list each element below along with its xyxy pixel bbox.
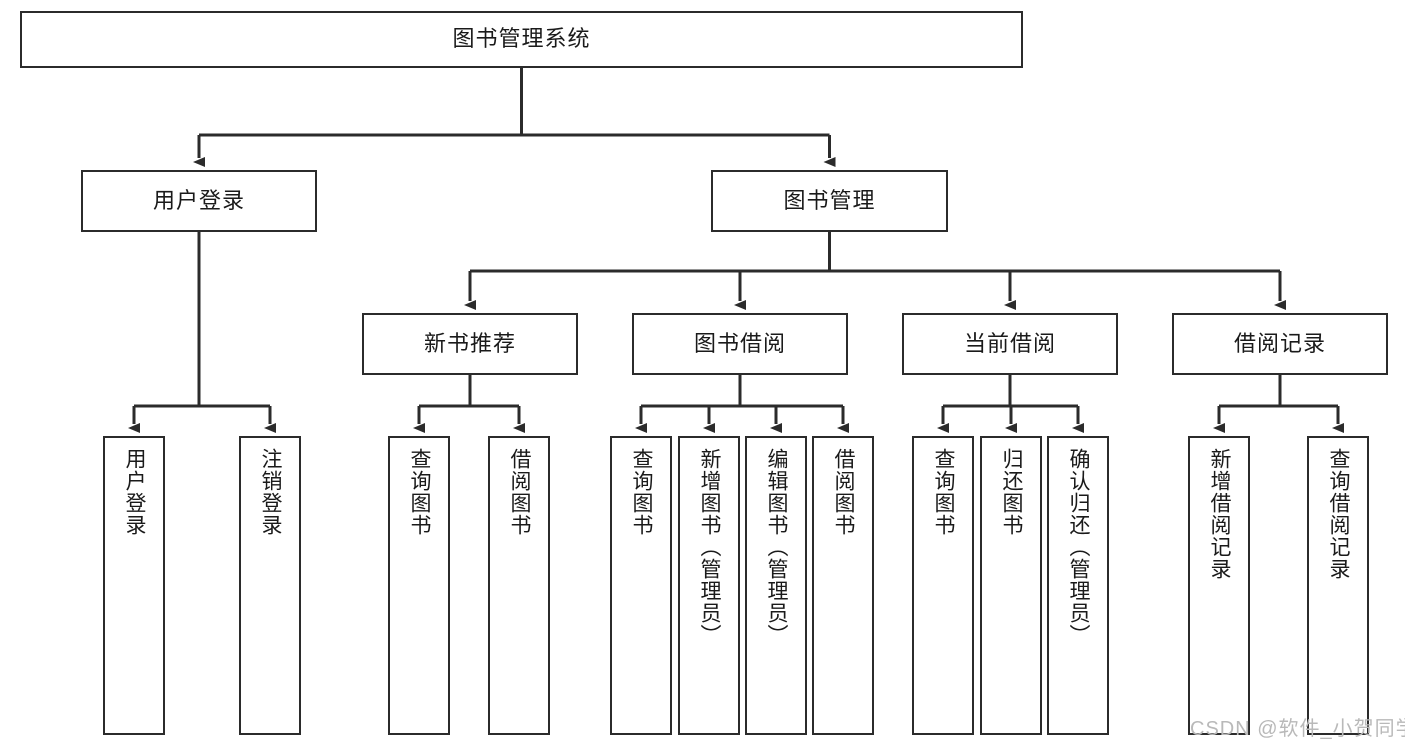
node-label: 用户登录 (123, 448, 147, 536)
node-label: 借阅记录 (1233, 330, 1326, 356)
node-label: 查询图书 (630, 448, 654, 536)
node-label: 新增图书（管理员） (698, 448, 722, 646)
node-label: 新增借阅记录 (1208, 448, 1232, 580)
leaf-edit-book-admin[interactable]: 编辑图书（管理员） (745, 436, 807, 735)
leaf-query-book-current[interactable]: 查询图书 (912, 436, 974, 735)
node-new-book-recommend[interactable]: 新书推荐 (362, 313, 578, 375)
node-label: 图书管理系统 (452, 26, 591, 52)
node-label: 归还图书 (1000, 448, 1024, 536)
node-label: 编辑图书（管理员） (765, 448, 789, 646)
leaf-add-book-admin[interactable]: 新增图书（管理员） (678, 436, 740, 735)
node-label: 图书管理 (783, 187, 876, 213)
leaf-user-login[interactable]: 用户登录 (103, 436, 165, 735)
node-label: 用户登录 (152, 187, 245, 213)
leaf-query-book-borrow[interactable]: 查询图书 (610, 436, 672, 735)
node-label: 查询图书 (932, 448, 956, 536)
node-label: 当前借阅 (963, 330, 1056, 356)
node-book-management[interactable]: 图书管理 (711, 170, 948, 232)
node-label: 图书借阅 (693, 330, 786, 356)
node-label: 查询借阅记录 (1327, 448, 1351, 580)
leaf-borrow-book-recommend[interactable]: 借阅图书 (488, 436, 550, 735)
node-label: 确认归还（管理员） (1067, 448, 1091, 646)
csdn-watermark: CSDN @软件_小贺同学 (1190, 718, 1405, 740)
leaf-query-book-recommend[interactable]: 查询图书 (388, 436, 450, 735)
node-label: 注销登录 (259, 448, 283, 536)
leaf-borrow-book[interactable]: 借阅图书 (812, 436, 874, 735)
node-label: 借阅图书 (508, 448, 532, 536)
node-root[interactable]: 图书管理系统 (20, 11, 1023, 68)
node-book-borrow[interactable]: 图书借阅 (632, 313, 848, 375)
node-current-borrow[interactable]: 当前借阅 (902, 313, 1118, 375)
leaf-add-borrow-record[interactable]: 新增借阅记录 (1188, 436, 1250, 735)
node-user-login[interactable]: 用户登录 (81, 170, 317, 232)
leaf-return-book[interactable]: 归还图书 (980, 436, 1042, 735)
node-borrow-record[interactable]: 借阅记录 (1172, 313, 1388, 375)
leaf-confirm-return-admin[interactable]: 确认归还（管理员） (1047, 436, 1109, 735)
node-label: 借阅图书 (832, 448, 856, 536)
node-label: 查询图书 (408, 448, 432, 536)
node-label: 新书推荐 (423, 330, 516, 356)
leaf-logout[interactable]: 注销登录 (239, 436, 301, 735)
leaf-query-borrow-record[interactable]: 查询借阅记录 (1307, 436, 1369, 735)
